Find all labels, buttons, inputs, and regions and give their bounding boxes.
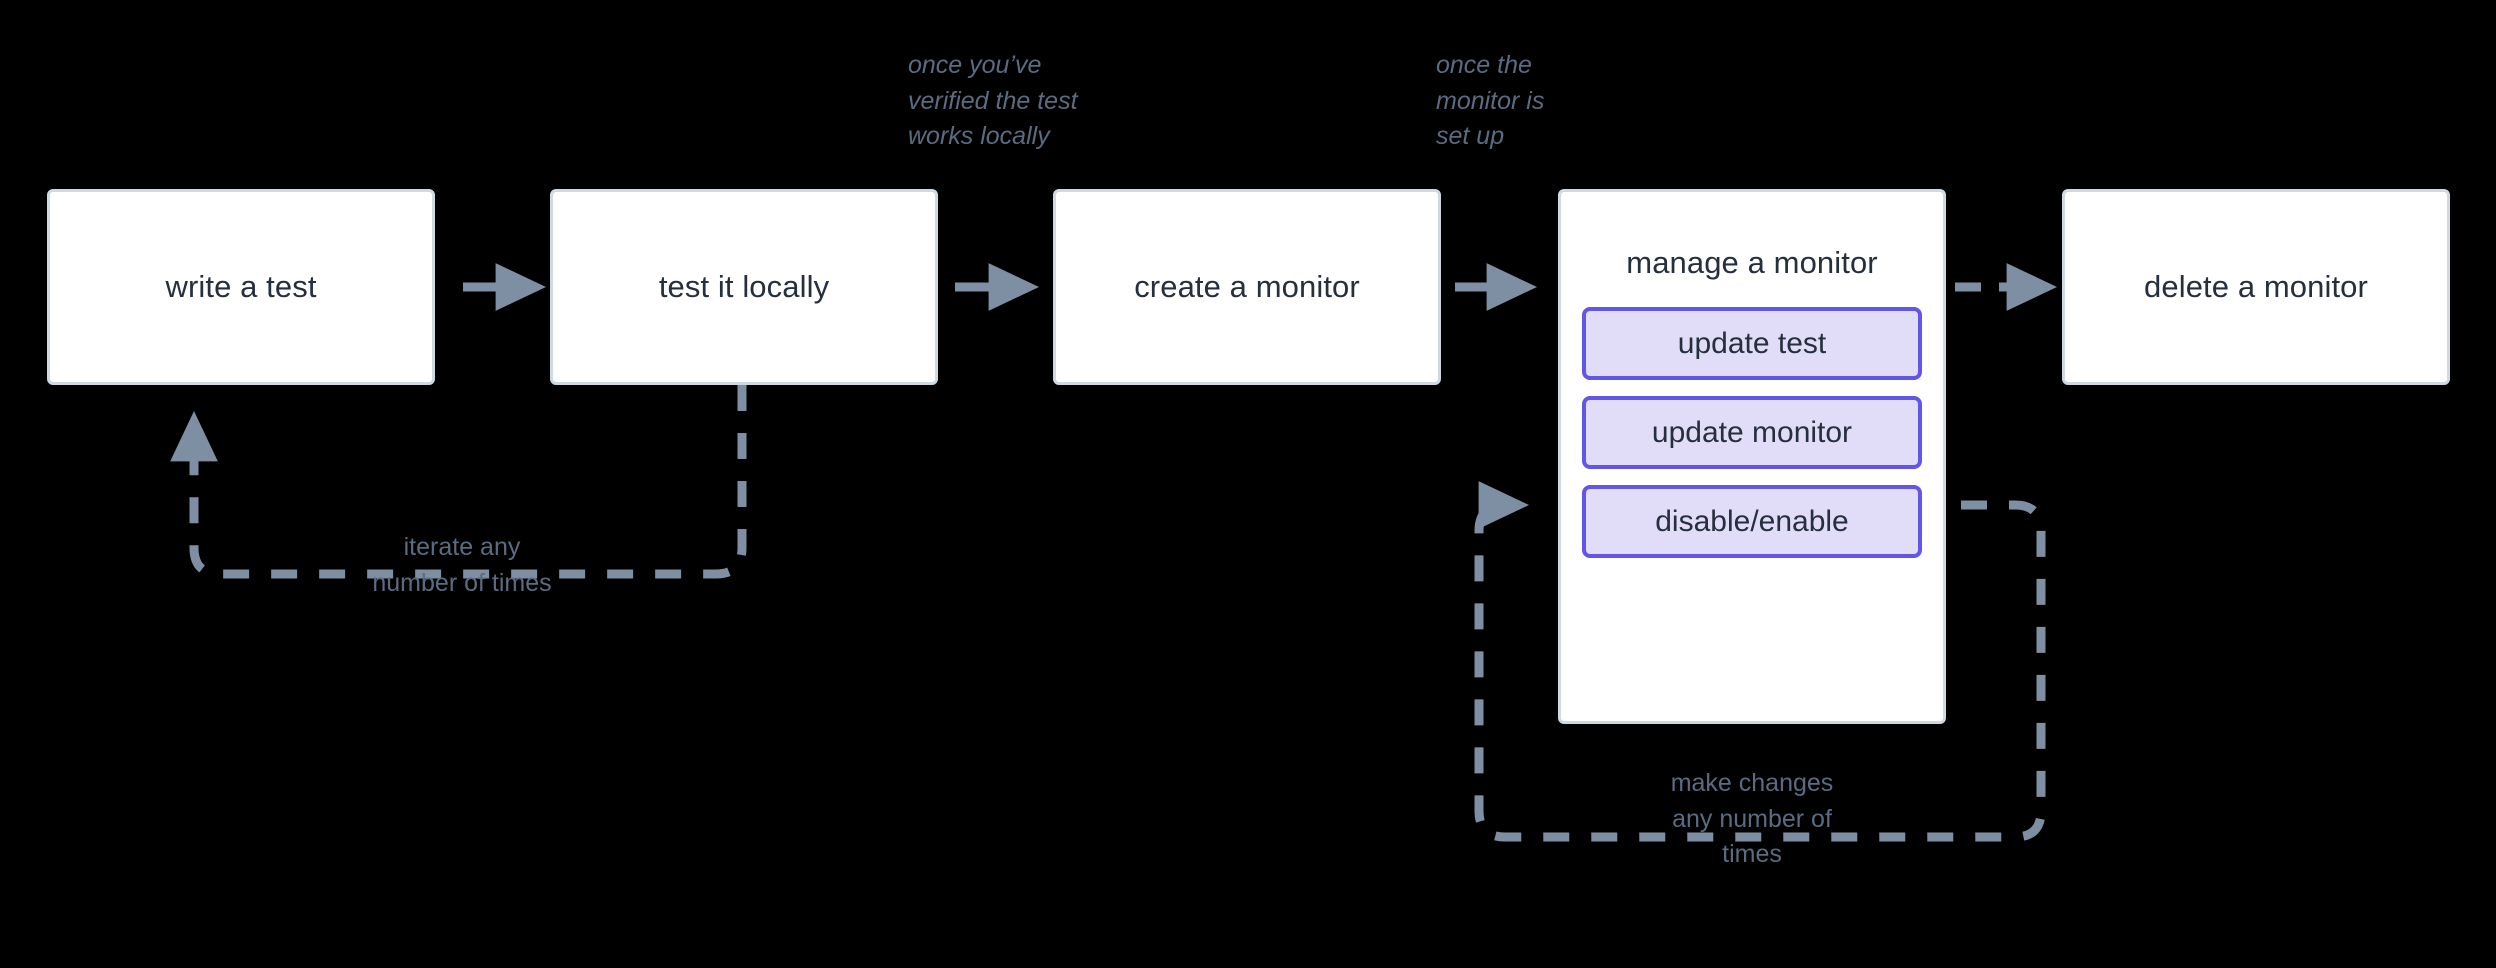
node-label-create-a-monitor: create a monitor: [1134, 269, 1360, 305]
annotation-once-monitor-set-up: once the monitor is set up: [1436, 51, 1545, 150]
node-label-delete-a-monitor: delete a monitor: [2144, 269, 2368, 305]
annotation-make-changes-loop-label: make changes any number of times: [1670, 769, 1834, 868]
node-delete-a-monitor[interactable]: delete a monitor: [2062, 189, 2450, 385]
subnode-label-update-test: update test: [1677, 326, 1827, 360]
subnode-disable-enable[interactable]: disable/enable: [1582, 485, 1922, 559]
node-test-it-locally[interactable]: test it locally: [550, 189, 938, 385]
node-label-manage-a-monitor: manage a monitor: [1626, 245, 1878, 280]
annotation-once-verified: once you’ve verified the test works loca…: [908, 51, 1078, 150]
annotation-iterate-loop-label: iterate any number of times: [372, 533, 552, 597]
subnode-label-update-monitor: update monitor: [1651, 415, 1853, 449]
subnode-update-test[interactable]: update test: [1582, 307, 1922, 381]
node-label-test-it-locally: test it locally: [658, 269, 830, 305]
subnode-update-monitor[interactable]: update monitor: [1582, 396, 1922, 470]
node-manage-a-monitor[interactable]: manage a monitor update test update moni…: [1558, 189, 1946, 724]
node-label-write-a-test: write a test: [165, 269, 317, 305]
node-create-a-monitor[interactable]: create a monitor: [1053, 189, 1441, 385]
node-write-a-test[interactable]: write a test: [47, 189, 435, 385]
subnode-label-disable-enable: disable/enable: [1655, 504, 1849, 538]
